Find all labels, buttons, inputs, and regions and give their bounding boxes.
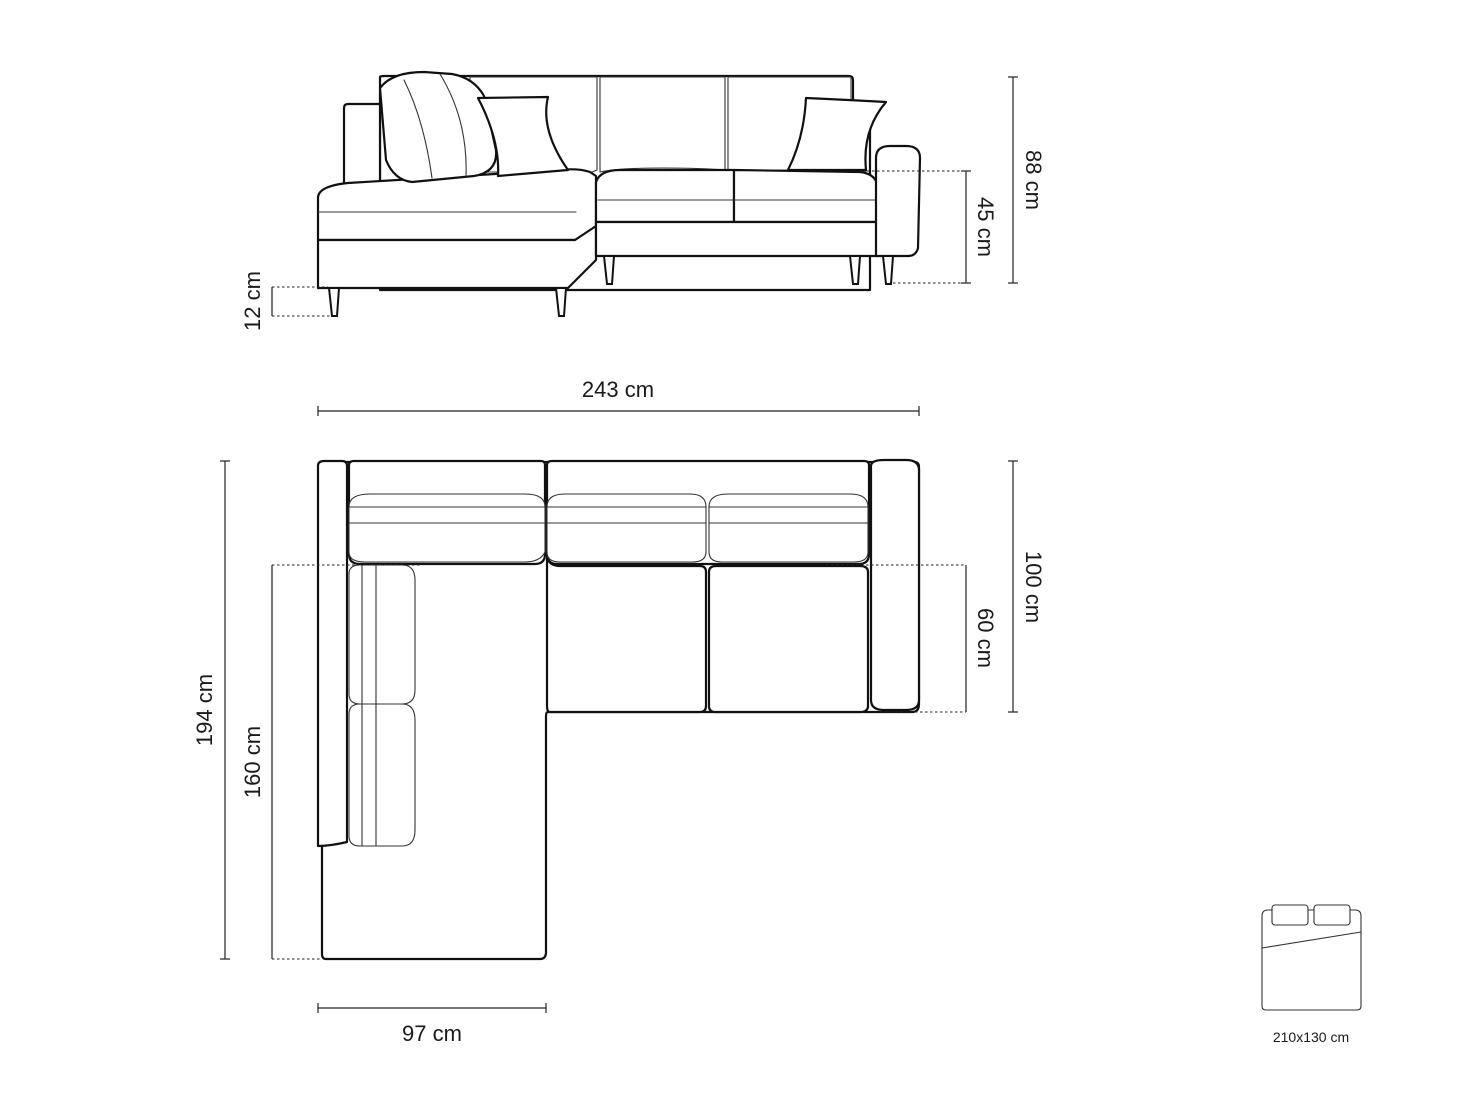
front-view: 88 cm 45 cm 12 cm [240,70,1046,331]
bed-pillow-right [1313,904,1351,926]
front-seat-base [594,220,880,258]
top-chaise-cushion-1 [348,564,416,705]
seat-height-label: 45 cm [973,197,998,257]
top-seat-cushion-2 [707,564,870,714]
width-label: 243 cm [582,377,654,402]
top-seat-cushion-1 [545,556,708,714]
front-pillow-square-left [476,95,570,178]
top-left-arm [316,459,349,848]
front-leg-2 [554,287,568,317]
front-pillow-fold-2 [439,73,467,177]
front-back-cushion-2 [599,76,726,173]
bed-size-label: 210x130 cm [1273,1029,1349,1045]
depth-long-label: 194 cm [192,674,217,746]
front-left-arm [342,102,382,188]
front-right-arm [874,144,922,258]
seat-depth-label: 60 cm [973,608,998,668]
top-chaise-cushion-2 [348,703,416,847]
depth-main-label: 100 cm [1021,551,1046,623]
front-pillow-fold-1 [403,79,433,179]
front-seat-cushion-1 [594,168,736,224]
top-back-cushion-2 [546,493,707,563]
front-leg-5 [881,255,895,285]
top-right-arm [869,458,921,712]
chaise-width-label: 97 cm [402,1021,462,1046]
top-back-cushion-3 [708,493,869,563]
height-total-label: 88 cm [1021,150,1046,210]
bed-icon: 210x130 cm [1261,904,1362,1045]
bed-pillow-left [1271,904,1309,926]
top-view: 243 cm 194 cm [192,377,1046,1046]
front-pillow-roll [378,70,498,184]
front-leg-1 [327,287,341,317]
depth-chaise-label: 160 cm [240,726,265,798]
front-leg-3 [602,255,616,285]
top-back-cushion-1 [348,493,546,563]
front-pillow-square-right [786,96,888,172]
front-leg-4 [848,255,862,285]
bed-mattress [1261,931,1362,1011]
leg-height-label: 12 cm [240,271,265,331]
front-chaise-base [316,224,598,290]
front-seat-cushion-2 [732,168,880,224]
